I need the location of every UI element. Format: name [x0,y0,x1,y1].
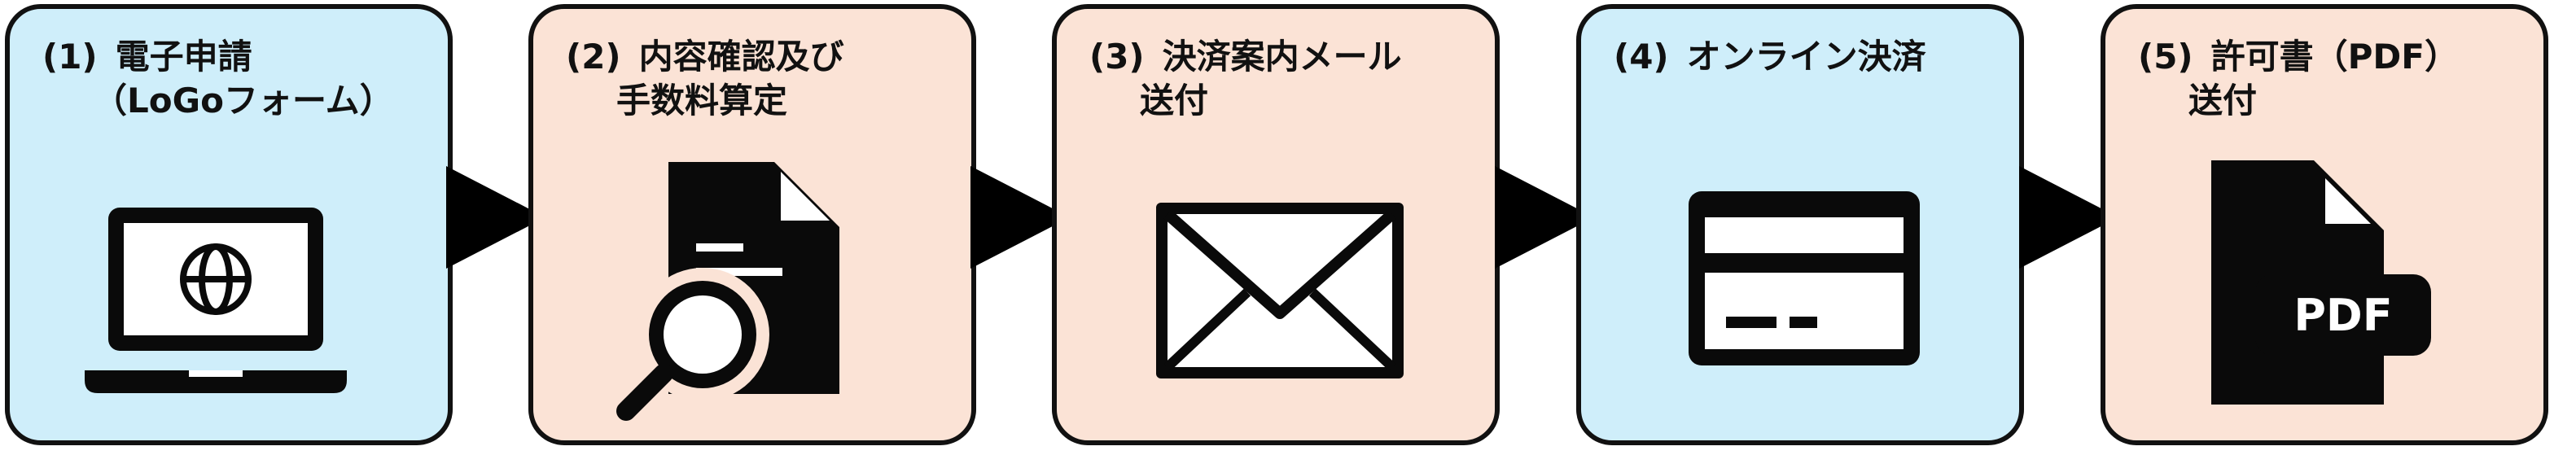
envelope-icon [1156,203,1404,378]
step-number: (1) [42,37,98,77]
step-1-title: (1) 電子申請 （LoGoフォーム） [42,35,432,123]
step-2-title: (2) 内容確認及び 手数料算定 [566,35,955,123]
arrow-right-icon [970,166,1070,269]
step-5-title: (5) 許可書（PDF） 送付 [2138,35,2527,123]
step-label-line2: 手数料算定 [616,81,788,120]
step-number: (5) [2138,37,2193,77]
step-label-line1: 決済案内メール [1162,37,1402,77]
arrow-right-icon [446,166,545,269]
step-label-line1: 内容確認及び [638,37,844,77]
pdf-badge-label: PDF [2293,290,2392,341]
credit-card-icon [1689,191,1920,365]
step-label-line2: 送付 [1140,81,1209,120]
step-label-line2: （LoGoフォーム） [93,81,394,120]
step-label-line1: 電子申請 [115,37,252,77]
step-1-box: (1) 電子申請 （LoGoフォーム） [5,4,453,445]
step-5-box: (5) 許可書（PDF） 送付 PDF [2101,4,2548,445]
step-4-box: (4) オンライン決済 [1576,4,2024,445]
step-number: (2) [566,37,621,77]
step-4-title: (4) オンライン決済 [1614,35,2003,79]
step-label-line1: オンライン決済 [1686,37,1926,77]
pdf-file-icon: PDF [2211,160,2431,405]
step-number: (3) [1089,37,1145,77]
step-2-box: (2) 内容確認及び 手数料算定 [528,4,976,445]
laptop-globe-icon [85,208,347,393]
step-number: (4) [1614,37,1669,77]
step-label-line1: 許可書（PDF） [2210,37,2459,77]
arrow-right-icon [2019,166,2118,269]
document-search-icon [616,162,839,421]
step-3-box: (3) 決済案内メール 送付 [1052,4,1500,445]
arrow-right-icon [1495,166,1594,269]
step-label-line2: 送付 [2188,81,2258,120]
step-3-title: (3) 決済案内メール 送付 [1089,35,1479,123]
